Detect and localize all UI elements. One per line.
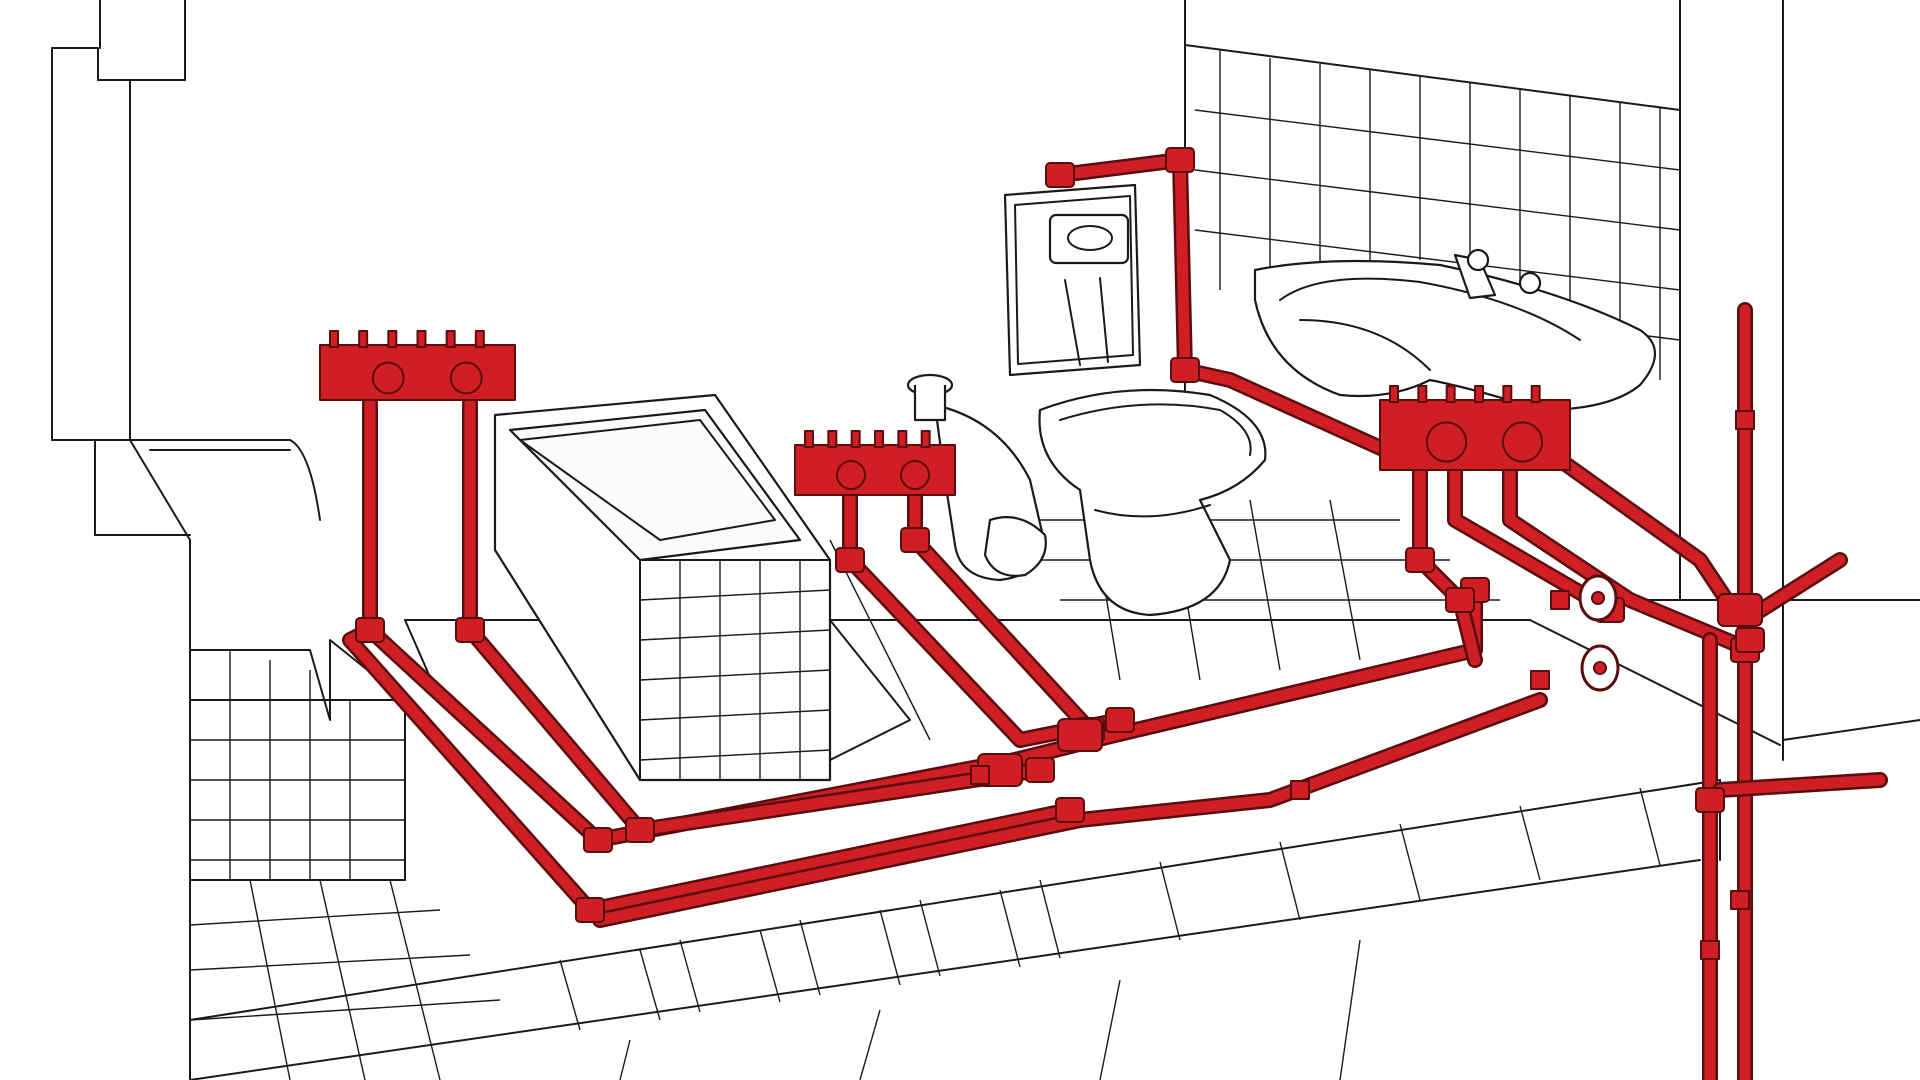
bathtub (493, 393, 911, 782)
elbow-fitting-icon (900, 527, 930, 553)
mixer-valve-icon (1379, 385, 1571, 471)
flush-plate-icon (1048, 213, 1130, 265)
elbow-fitting-icon (1405, 547, 1435, 573)
coupling-icon (1550, 590, 1570, 610)
elbow-fitting-icon (1025, 757, 1055, 783)
coupling-icon (1290, 780, 1310, 800)
cistern (1003, 183, 1142, 377)
coupling-icon (1730, 890, 1750, 910)
elbow-fitting-icon (1165, 147, 1195, 173)
room-structure (51, 0, 1920, 1080)
water-pipe (1714, 774, 1886, 796)
elbow-fitting-icon (1445, 587, 1475, 613)
fittings (319, 147, 1765, 960)
coupling-icon (1700, 940, 1720, 960)
coupling-icon (970, 765, 990, 785)
tap-handle-icon (1466, 248, 1490, 272)
shutoff-valve-icon (1580, 644, 1620, 692)
elbow-fitting-icon (835, 547, 865, 573)
shutoff-valve-icon (1578, 574, 1618, 622)
water-pipe (1449, 444, 1616, 616)
elbow-fitting-icon (1695, 787, 1725, 813)
mixer-valve-icon (794, 430, 956, 496)
washbasin (1253, 248, 1656, 412)
elbow-fitting-icon (1055, 797, 1085, 823)
coupling-icon (1530, 670, 1550, 690)
mixer-valve-icon (319, 330, 516, 401)
bidet (906, 373, 1047, 582)
elbow-fitting-icon (625, 817, 655, 843)
water-pipe (464, 379, 1046, 836)
coupling-icon (1735, 410, 1755, 430)
elbow-fitting-icon (355, 617, 385, 643)
tee-fitting-icon (1057, 718, 1103, 752)
elbow-fitting-icon (583, 827, 613, 853)
elbow-fitting-icon (455, 617, 485, 643)
elbow-fitting-icon (1735, 627, 1765, 653)
toilet (1038, 388, 1267, 617)
elbow-fitting-icon (575, 897, 605, 923)
water-pipe (594, 694, 1546, 926)
tap-handle-icon (1518, 271, 1542, 295)
elbow-fitting-icon (1105, 707, 1135, 733)
elbow-fitting-icon (1045, 162, 1075, 188)
elbow-fitting-icon (1170, 357, 1200, 383)
water-pipe (1504, 434, 1756, 656)
tee-fitting-icon (1717, 593, 1763, 627)
water-pipe (1414, 444, 1481, 666)
